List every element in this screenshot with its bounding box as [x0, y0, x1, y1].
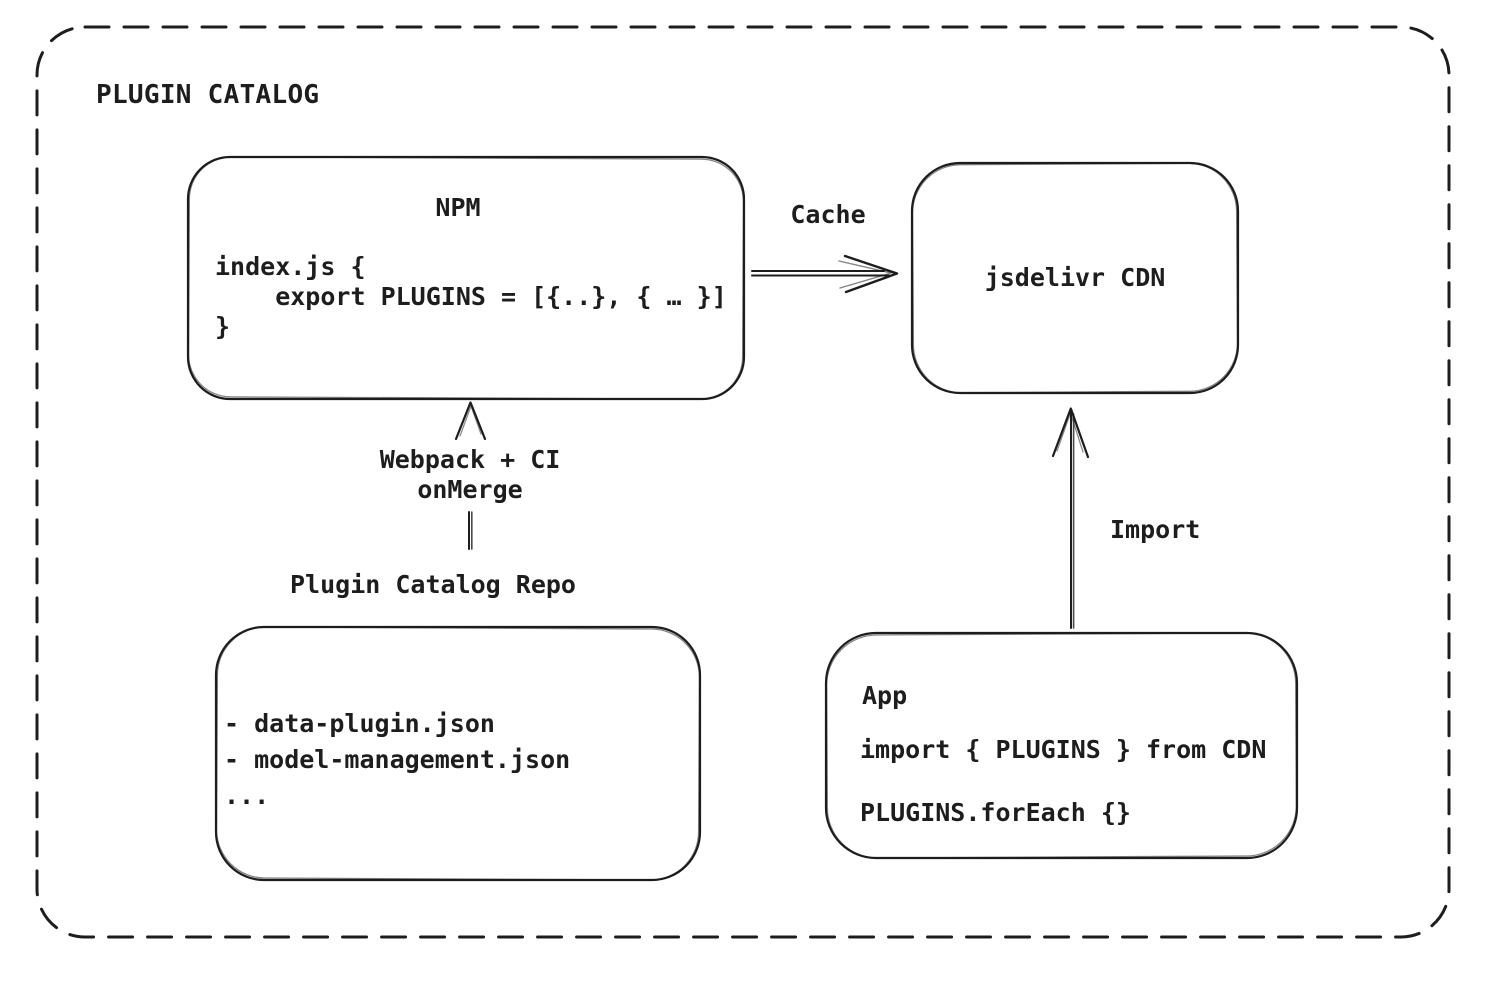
- import-arrow-label: Import: [1110, 515, 1201, 544]
- npm-code-snippet: index.js { export PLUGINS = [{..}, { … }…: [215, 252, 727, 341]
- cache-arrow-label: Cache: [790, 200, 866, 229]
- repo-file-list: - data-plugin.json - model-management.js…: [224, 709, 571, 810]
- app-foreach-line: PLUGINS.forEach {}: [860, 798, 1131, 827]
- catalog-dashed-boundary: [35, 25, 1451, 939]
- app-import-line: import { PLUGINS } from CDN: [860, 735, 1267, 764]
- import-arrow: [1051, 407, 1090, 629]
- cache-arrow: [751, 254, 899, 294]
- cdn-node-box: [910, 161, 1240, 395]
- npm-node-box: [186, 155, 746, 401]
- build-arrow: [454, 401, 487, 550]
- cdn-node-label: jsdelivr CDN: [984, 263, 1166, 292]
- repo-node-title: Plugin Catalog Repo: [290, 570, 576, 599]
- app-node-title: App: [862, 681, 908, 710]
- app-node-box: [824, 631, 1299, 860]
- build-arrow-label: Webpack + CI onMerge: [379, 445, 561, 504]
- catalog-title: PLUGIN CATALOG: [96, 80, 320, 110]
- npm-node-title: NPM: [435, 193, 481, 222]
- repo-node-box: [214, 625, 702, 882]
